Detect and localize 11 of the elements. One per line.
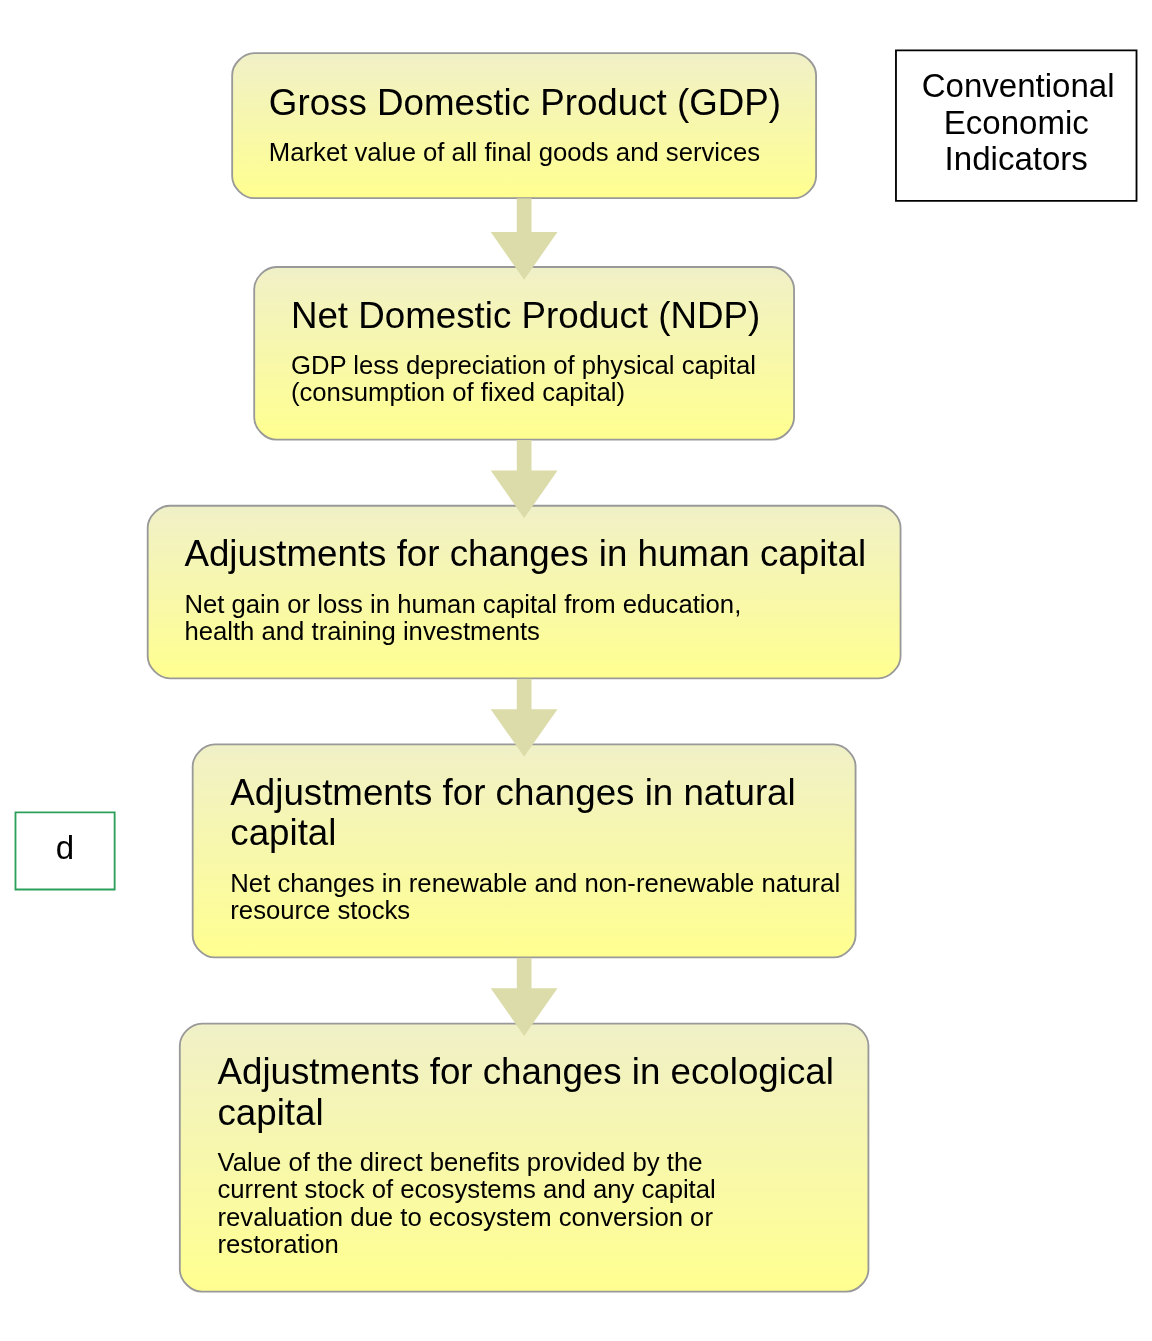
arrow	[490, 439, 558, 518]
node-box: Conventional Economic Indicators	[895, 48, 1138, 202]
node-box: Adjustments for changes in ecological capital Value of the direct benefits provided by the current stock of ecosystems and any capital revaluation due to ecosystem conversion or restoration	[178, 1022, 870, 1293]
node-box: Adjustments for changes in natural capital Net changes in renewable and non-renewable natural resource stocks	[191, 743, 857, 958]
node-box: d	[14, 810, 116, 890]
node-box: Adjustments for changes in human capital Net gain or loss in human capital from education, health and training investments	[146, 504, 902, 679]
arrow	[490, 957, 558, 1036]
arrow	[490, 678, 558, 757]
node-box: Net Domestic Product (NDP) GDP less depreciation of physical capital (consumption of fixed capital)	[253, 265, 795, 441]
arrow	[490, 197, 558, 280]
node-box: Gross Domestic Product (GDP) Market value of all final goods and services	[231, 51, 817, 199]
